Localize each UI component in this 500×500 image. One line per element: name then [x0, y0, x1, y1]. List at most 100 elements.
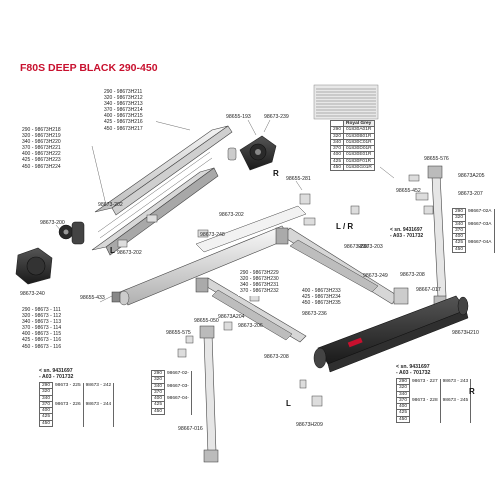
code-cell: 01830A01R	[343, 126, 375, 134]
small-brackets	[117, 174, 434, 248]
size-cell: 320	[150, 376, 166, 384]
code-cell: 01830C01R	[343, 138, 375, 147]
arm-size-list-right: 400 - 98673H233 425 - 98673H234 450 - 98…	[300, 288, 360, 308]
size-row: 450 - 98673H235	[302, 300, 341, 307]
code-cell: 01830G01R	[343, 164, 375, 172]
part-label: 98655-575	[166, 330, 191, 336]
size-cell: 425	[150, 401, 166, 409]
code-cell: 98673 - 226	[52, 401, 84, 408]
part-label: 98655-452	[396, 188, 421, 194]
size-cell: 425	[38, 413, 54, 421]
code-cell: 98673 - 225	[52, 382, 84, 389]
size-cell: 400	[395, 403, 411, 411]
part-label: 98673A205	[458, 173, 485, 179]
size-row: 400 - 98673H222	[22, 151, 61, 158]
code-cell: 98667-04A	[465, 239, 495, 247]
code-cell: 98673 - 242	[82, 382, 115, 389]
size-cell: 290	[150, 369, 166, 378]
size-row: 340 - 98673 - 113	[22, 319, 62, 326]
front-bar-size-list: 290 - 98673H211 320 - 98673H212 340 - 98…	[102, 89, 156, 135]
size-row: 450 - 98673H224	[22, 163, 61, 170]
size-cell: 340	[38, 394, 54, 402]
part-label: 98673-249	[363, 273, 388, 279]
size-cell: 340	[395, 390, 411, 398]
serial-line: < sn. 9431697	[396, 364, 430, 370]
cassette	[313, 295, 469, 373]
size-row: 425 - 98673H216	[104, 119, 143, 126]
size-row: 320 - 98673H219	[22, 133, 61, 140]
size-cell: 400	[150, 395, 166, 403]
fabric-swatch	[313, 84, 379, 120]
size-cell: 450	[150, 407, 166, 416]
size-cell: 340	[150, 382, 166, 390]
size-row: 400 - 98673H233	[302, 288, 341, 294]
size-cell: 290	[395, 377, 411, 386]
left-gearbox	[15, 221, 85, 285]
size-row: 370 - 98673H232	[240, 288, 279, 295]
part-label: 98673-239	[264, 114, 289, 120]
code-cell: 98667-03A	[465, 221, 495, 228]
side-letter: L	[110, 246, 115, 255]
size-row: 450 - 98673 - 116	[22, 343, 62, 350]
part-label: 98673-236	[344, 244, 369, 250]
size-row: 370 - 98673H221	[22, 145, 61, 152]
left-arm	[195, 277, 307, 343]
size-row: 400 - 98673 - 115	[22, 331, 62, 338]
part-label: 98673A204	[218, 314, 245, 320]
serial-box-1: < sn. 9431697 - A03 - 701732	[388, 227, 430, 240]
size-row: 370 - 98673 - 114	[22, 325, 62, 332]
size-row: 340 - 98673H213	[104, 101, 143, 108]
serial-line: < sn. 9431697	[390, 227, 423, 233]
size-cell: 450	[329, 164, 345, 172]
size-row: 450 - 98673H217	[104, 125, 143, 132]
part-label: 98673-202	[117, 250, 142, 256]
size-row: 425 - 98673 - 116	[22, 337, 62, 344]
size-row: 425 - 98673H223	[22, 157, 61, 164]
serial-line: - A03 - 701732	[390, 233, 424, 240]
size-row: 425 - 98673H234	[302, 294, 341, 301]
part-label: 98673-207	[458, 191, 483, 197]
size-cell: 370	[395, 396, 411, 405]
code-cell: 98673 - 245	[439, 397, 472, 404]
size-row: 320 - 98673 - 112	[22, 313, 62, 320]
serial-line: - A03 - 701732	[39, 374, 74, 380]
size-cell: 370	[150, 388, 166, 397]
part-label: 98655-193	[226, 114, 251, 120]
size-cell: 320	[329, 132, 345, 140]
code-cell: 01830E01R	[343, 151, 375, 159]
roller-size-list: 290 - 98673 - 111 320 - 98673 - 112 340 …	[20, 307, 86, 353]
fabric-sheet	[195, 205, 307, 253]
code-cell: 98673 - 228	[409, 397, 441, 404]
size-row: 290 - 98673H211	[104, 89, 143, 95]
code-cell: 98667-02A	[465, 208, 495, 215]
code-cell: 98667-04-	[164, 395, 192, 402]
part-label: 98673H209	[296, 422, 323, 428]
size-row: 340 - 98673H231	[240, 282, 279, 289]
part-label: 98655-576	[424, 156, 449, 162]
size-row: 340 - 98673H220	[22, 139, 61, 146]
part-label: 98655-281	[286, 176, 311, 182]
part-label: 98673-200	[40, 220, 65, 226]
code-cell: 98673 - 244	[82, 401, 115, 408]
size-row: 320 - 98673H230	[240, 276, 279, 283]
part-label: 98673-208	[264, 354, 289, 360]
diagram-title: F80S DEEP BLACK 290-450	[20, 62, 158, 74]
code-cell: 01830B01R	[343, 132, 375, 140]
size-row: 290 - 98673H218	[22, 127, 61, 133]
part-label: 98673-208	[400, 272, 425, 278]
size-cell: 450	[395, 415, 411, 424]
code-cell: 01830F01R	[343, 157, 375, 166]
code-cell: 98667-03-	[164, 383, 192, 390]
part-label: 98673-248	[200, 232, 225, 238]
part-label: 98673H210	[452, 330, 479, 336]
size-cell: 450	[451, 245, 467, 254]
code-cell: 98667-02-	[164, 370, 192, 377]
serial-line: < sn. 9431697	[39, 368, 73, 374]
size-cell: 400	[329, 151, 345, 159]
size-row: 320 - 98673H212	[104, 95, 143, 102]
